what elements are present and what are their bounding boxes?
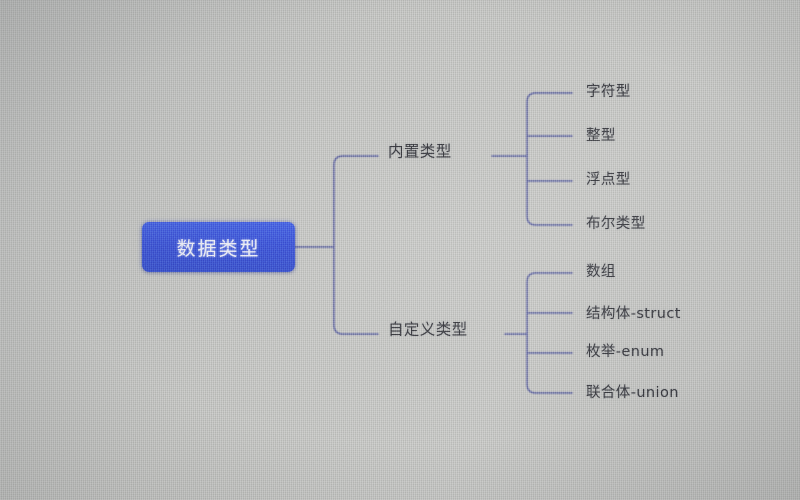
leaf-label-union[interactable]: 联合体-union	[586, 384, 679, 401]
root-node[interactable]: 数据类型	[142, 222, 295, 272]
leaf-label-char[interactable]: 字符型	[586, 83, 631, 100]
branch-label-custom[interactable]: 自定义类型	[388, 320, 468, 339]
leaf-label-boolean[interactable]: 布尔类型	[586, 215, 646, 232]
leaf-label-float[interactable]: 浮点型	[586, 171, 631, 188]
leaf-label-array[interactable]: 数组	[586, 263, 616, 280]
branch-label-builtin[interactable]: 内置类型	[388, 142, 452, 161]
leaf-label-integer[interactable]: 整型	[586, 127, 616, 144]
connector-builtin-spine	[526, 92, 573, 226]
root-node-label: 数据类型	[176, 237, 261, 260]
connector-custom-spine	[526, 272, 573, 394]
leaf-label-enum[interactable]: 枚举-enum	[586, 343, 665, 360]
leaf-label-struct[interactable]: 结构体-struct	[586, 305, 681, 322]
connector-main-trunk	[333, 155, 379, 335]
